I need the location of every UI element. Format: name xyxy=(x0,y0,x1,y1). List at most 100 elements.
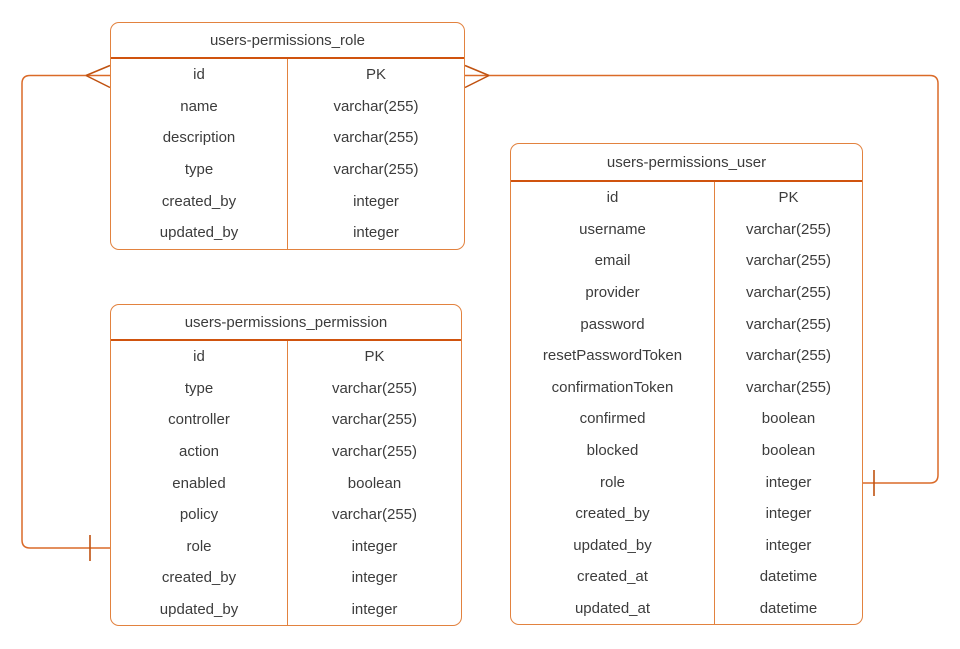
field-type: integer xyxy=(765,536,812,554)
field-name: id xyxy=(511,182,715,214)
field-name: type xyxy=(111,153,288,186)
table-row[interactable]: confirmationToken varchar(255) xyxy=(511,371,862,404)
field-name: confirmationToken xyxy=(511,371,715,404)
table-row[interactable]: id PK xyxy=(511,182,862,214)
table-row[interactable]: resetPasswordToken varchar(255) xyxy=(511,339,862,372)
field-name: enabled xyxy=(111,467,288,499)
field-type: PK xyxy=(364,348,385,366)
table-row[interactable]: username varchar(255) xyxy=(511,213,862,246)
table-row[interactable]: id PK xyxy=(111,59,464,91)
table-row[interactable]: role integer xyxy=(511,466,862,498)
field-type: datetime xyxy=(759,568,818,586)
field-name: username xyxy=(511,213,715,246)
entity-users-permissions-user[interactable]: users-permissions_user id PK username varch… xyxy=(510,143,863,626)
field-type: varchar(255) xyxy=(331,411,418,429)
field-name: updated_by xyxy=(111,593,288,626)
field-type: boolean xyxy=(347,474,402,492)
field-name: policy xyxy=(111,498,288,531)
table-row[interactable]: updated_at datetime xyxy=(511,592,862,625)
entity-users-permissions-role[interactable]: users-permissions_role id PK name varchar(2… xyxy=(110,22,465,250)
table-row[interactable]: updated_by integer xyxy=(111,593,461,626)
field-name: created_at xyxy=(511,561,715,593)
table-row[interactable]: confirmed boolean xyxy=(511,403,862,435)
field-type: integer xyxy=(765,473,812,491)
field-name: blocked xyxy=(511,434,715,467)
relationship-role-permission[interactable] xyxy=(21,64,111,562)
crows-foot-many-marker xyxy=(464,64,490,89)
field-type: varchar(255) xyxy=(331,506,418,524)
field-type: varchar(255) xyxy=(745,220,832,238)
field-type: varchar(255) xyxy=(333,129,419,147)
field-type: integer xyxy=(351,601,398,619)
table-row[interactable]: enabled boolean xyxy=(111,467,461,499)
field-name: updated_by xyxy=(111,216,288,249)
relationship-role-user[interactable] xyxy=(464,64,939,497)
field-type: integer xyxy=(353,224,399,242)
table-row[interactable]: description varchar(255) xyxy=(111,122,464,154)
field-type: integer xyxy=(353,192,399,210)
table-row[interactable]: action varchar(255) xyxy=(111,435,461,468)
field-type: varchar(255) xyxy=(331,443,418,461)
table-row[interactable]: name varchar(255) xyxy=(111,90,464,123)
field-name: confirmed xyxy=(511,403,715,435)
table-row[interactable]: created_by integer xyxy=(111,185,464,217)
field-type: boolean xyxy=(761,442,816,460)
field-type: integer xyxy=(351,569,398,587)
field-type: varchar(255) xyxy=(745,347,832,365)
field-name: created_by xyxy=(111,562,288,594)
table-row[interactable]: type varchar(255) xyxy=(111,153,464,186)
table-row[interactable]: email varchar(255) xyxy=(511,245,862,277)
table-row[interactable]: role integer xyxy=(111,530,461,563)
field-type: varchar(255) xyxy=(745,378,832,396)
field-name: created_by xyxy=(511,497,715,530)
field-type: integer xyxy=(765,505,812,523)
field-type: boolean xyxy=(761,410,816,428)
field-type: datetime xyxy=(759,600,818,618)
field-name: updated_by xyxy=(511,529,715,562)
table-row[interactable]: updated_by integer xyxy=(511,529,862,562)
entity-field-rows: id PK name varchar(255) description varchar(2… xyxy=(111,59,464,249)
field-type: PK xyxy=(365,66,386,84)
field-name: role xyxy=(111,530,288,563)
field-name: id xyxy=(111,59,288,91)
table-row[interactable]: updated_by integer xyxy=(111,216,464,249)
table-row[interactable]: created_at datetime xyxy=(511,561,862,593)
field-type: PK xyxy=(778,189,799,207)
table-row[interactable]: type varchar(255) xyxy=(111,372,461,405)
field-type: integer xyxy=(351,537,398,555)
field-name: password xyxy=(511,308,715,340)
entity-title: users-permissions_role xyxy=(111,23,464,59)
field-type: varchar(255) xyxy=(745,284,832,302)
table-row[interactable]: created_by integer xyxy=(511,497,862,530)
field-name: type xyxy=(111,372,288,405)
field-name: email xyxy=(511,245,715,277)
crows-foot-many-marker xyxy=(85,64,111,89)
field-type: varchar(255) xyxy=(745,252,832,270)
entity-title: users-permissions_permission xyxy=(111,305,461,341)
table-row[interactable]: created_by integer xyxy=(111,562,461,594)
field-name: action xyxy=(111,435,288,468)
field-name: updated_at xyxy=(511,592,715,625)
field-name: role xyxy=(511,466,715,498)
relationship-line[interactable] xyxy=(21,74,110,549)
field-name: provider xyxy=(511,276,715,309)
field-type: varchar(255) xyxy=(333,97,419,115)
entity-field-rows: id PK username varchar(255) email varchar(255… xyxy=(511,182,862,625)
field-name: description xyxy=(111,122,288,154)
entity-title: users-permissions_user xyxy=(511,144,862,182)
field-name: name xyxy=(111,90,288,123)
relationship-line[interactable] xyxy=(465,74,939,484)
field-type: varchar(255) xyxy=(333,161,419,179)
table-row[interactable]: policy varchar(255) xyxy=(111,498,461,531)
field-type: varchar(255) xyxy=(331,379,418,397)
field-name: resetPasswordToken xyxy=(511,339,715,372)
field-name: created_by xyxy=(111,185,288,217)
table-row[interactable]: provider varchar(255) xyxy=(511,276,862,309)
table-row[interactable]: blocked boolean xyxy=(511,434,862,467)
